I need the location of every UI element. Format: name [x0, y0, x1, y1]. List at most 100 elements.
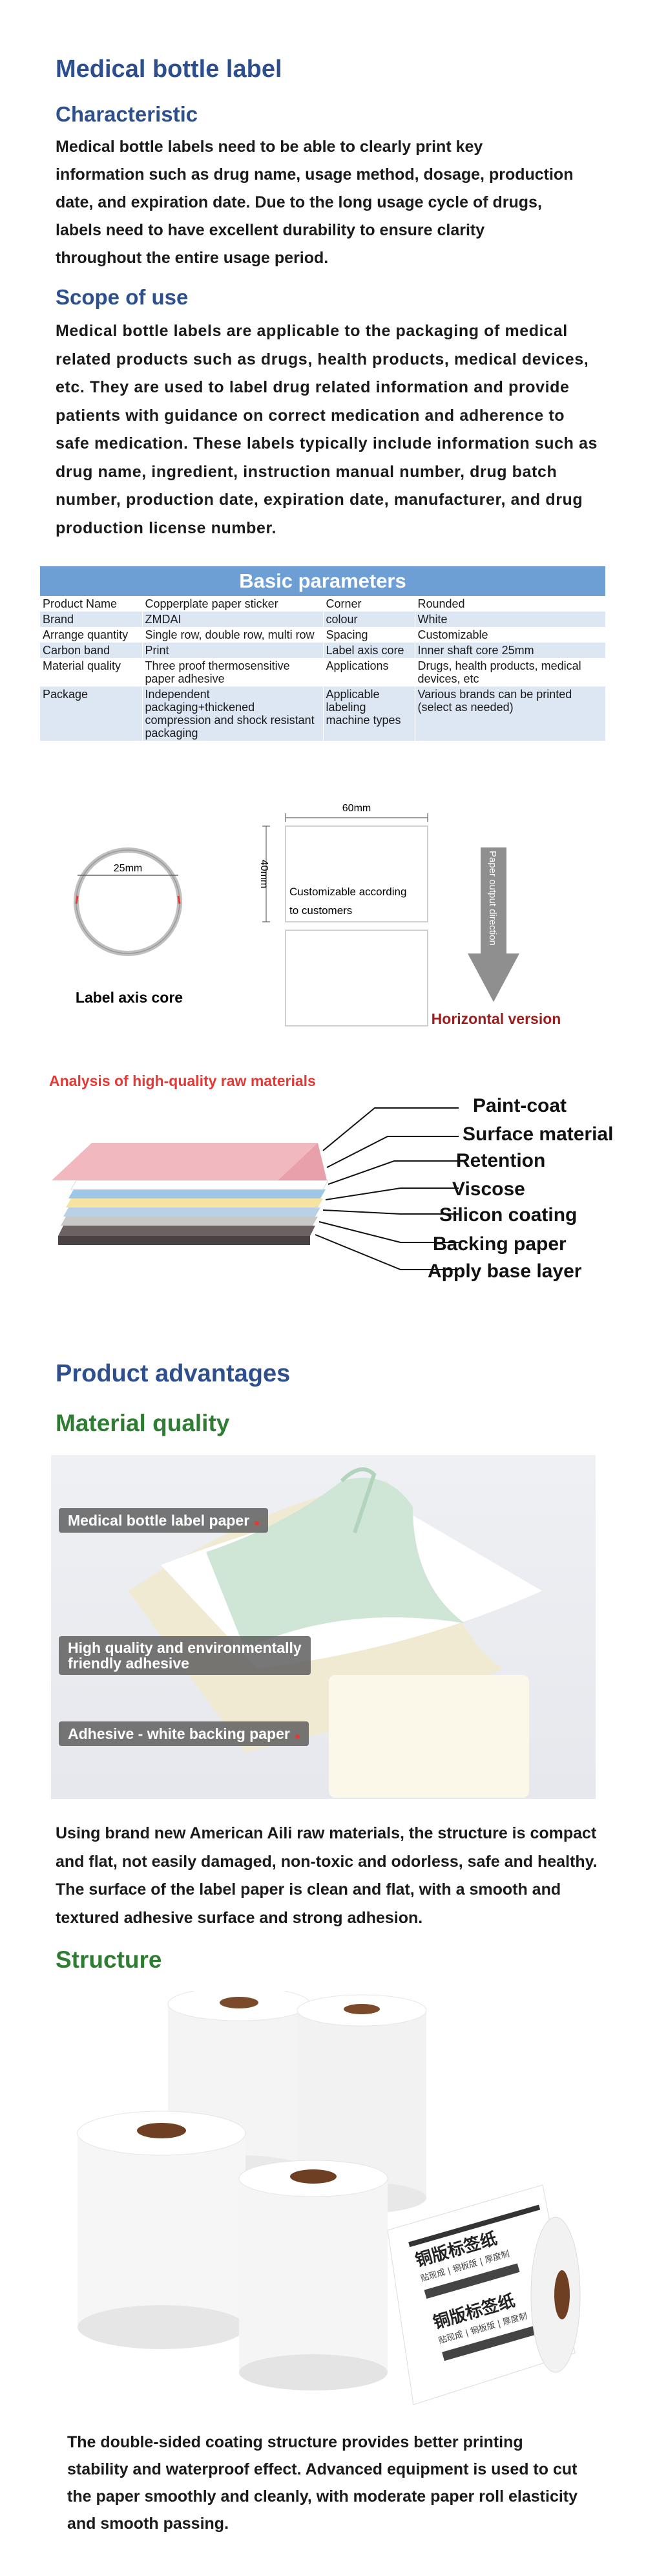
- text-line: Medical bottle labels need to be able to…: [56, 138, 483, 156]
- layer-label-base: Apply base layer: [428, 1261, 582, 1282]
- text-line: throughout the entire usage period.: [56, 249, 329, 267]
- axis-core-marker-left: [75, 895, 79, 904]
- text-line: patients with guidance on correct medica…: [56, 406, 565, 425]
- text-line: Using brand new American Aili raw materi…: [56, 1824, 597, 1842]
- callout-backing-paper: Adhesive - white backing paper: [59, 1721, 309, 1746]
- barcode-icon: [442, 2325, 538, 2361]
- characteristic-heading: Characteristic: [56, 102, 198, 126]
- label-strip: 铜版标签纸 贴现成 | 铜板版 | 厚度制 铜版标签纸 贴现成 | 铜板版 | …: [387, 2184, 576, 2405]
- width-dim-text: 60mm: [342, 803, 371, 814]
- layer-base: [58, 1226, 315, 1236]
- text-line: stability and waterproof effect. Advance…: [67, 2460, 578, 2478]
- text-line: safe medication. These labels typically …: [56, 434, 598, 452]
- table-row: Material quality Three proof thermosensi…: [40, 658, 606, 687]
- callout-label-paper: Medical bottle label paper: [59, 1508, 269, 1533]
- leader-line: [322, 1209, 459, 1215]
- barcode-icon: [424, 2263, 520, 2299]
- bottom-backing-sheet: [329, 1675, 529, 1798]
- text-line: and smooth passing.: [67, 2515, 229, 2533]
- layer-label-paint-coat: Paint-coat: [473, 1095, 567, 1116]
- barcode-icon: [408, 2204, 541, 2248]
- param-key: Brand: [40, 612, 143, 627]
- param-value: Print: [142, 643, 324, 658]
- layer-label-backing: Backing paper: [433, 1233, 567, 1255]
- param-key: Label axis core: [323, 643, 415, 658]
- text-line: related products such as drugs, health p…: [56, 350, 589, 368]
- param-key: Product Name: [40, 596, 143, 612]
- leader-line: [326, 1136, 459, 1168]
- material-image: Medical bottle label paper High quality …: [51, 1455, 596, 1799]
- leader-line: [315, 1234, 459, 1270]
- text-line: production license number.: [56, 518, 277, 537]
- scope-text: Medical bottle labels are applicable to …: [56, 317, 624, 542]
- label-roll: [77, 2111, 246, 2349]
- label-dimension-diagram: 25mm Label axis core 60mm 40mm Customiza…: [74, 803, 561, 1027]
- material-layers-illustration: [129, 1467, 542, 1798]
- advantages-heading: Product advantages: [56, 1360, 291, 1387]
- param-key: Corner: [323, 596, 415, 612]
- axis-core-marker-right: [177, 895, 181, 904]
- label-paper-sheet: [206, 1478, 464, 1649]
- page-title: Medical bottle label: [56, 56, 282, 83]
- output-arrow-text: Paper output direction: [487, 851, 498, 946]
- param-key: Package: [40, 687, 143, 741]
- layer-paint-coat: [52, 1143, 318, 1180]
- param-key: Applicable labeling machine types: [323, 687, 415, 741]
- leader-line: [328, 1160, 459, 1185]
- layer-silicon: [63, 1208, 320, 1217]
- param-value: Inner shaft core 25mm: [415, 643, 606, 658]
- layer-diagram: Analysis of high-quality raw materials: [49, 1072, 459, 1270]
- param-key: colour: [323, 612, 415, 627]
- layer-label-surface: Surface material: [463, 1123, 614, 1145]
- param-key: Arrange quantity: [40, 627, 143, 643]
- structure-heading: Structure: [56, 1946, 162, 1973]
- text-line: labels need to have excellent durability…: [56, 221, 485, 239]
- layer-viscose: [66, 1198, 323, 1208]
- param-value: Three proof thermosensitive paper adhesi…: [142, 658, 324, 687]
- table-row: Carbon band Print Label axis core Inner …: [40, 643, 606, 658]
- text-line: etc. They are used to label drug related…: [56, 378, 570, 396]
- output-arrow-shaft: [481, 847, 506, 953]
- leader-lines: [315, 1107, 459, 1270]
- text-line: The double-sided coating structure provi…: [67, 2433, 523, 2451]
- text-line: date, and expiration date. Due to the lo…: [56, 193, 542, 211]
- scope-heading: Scope of use: [56, 285, 189, 309]
- label-roll: [238, 2160, 388, 2390]
- param-value: Single row, double row, multi row: [142, 627, 324, 643]
- label-roll: [530, 2217, 581, 2373]
- structure-text: The double-sided coating structure provi…: [67, 2429, 623, 2537]
- text-line: the paper smoothly and cleanly, with mod…: [67, 2487, 578, 2506]
- text-line: drug name, ingredient, instruction manua…: [56, 462, 557, 481]
- orientation-label: Horizontal version: [432, 1010, 561, 1027]
- material-text: Using brand new American Aili raw materi…: [56, 1820, 624, 1932]
- parameters-table: Basic parameters Product Name Copperplat…: [40, 566, 606, 741]
- param-value: White: [415, 612, 606, 627]
- characteristic-text: Medical bottle labels need to be able to…: [56, 133, 611, 272]
- text-line: number, production date, expiration date…: [56, 491, 583, 509]
- label-sample-top: [285, 825, 428, 922]
- layer-label-retention: Retention: [456, 1150, 546, 1171]
- leader-line: [322, 1107, 459, 1151]
- custom-text-line: to customers: [289, 904, 352, 917]
- param-value: Copperplate paper sticker: [142, 596, 324, 612]
- param-key: Material quality: [40, 658, 143, 687]
- param-key: Spacing: [323, 627, 415, 643]
- custom-text-line: Customizable according: [289, 886, 406, 898]
- text-line: information such as drug name, usage met…: [56, 165, 574, 184]
- layer-surface: [70, 1180, 329, 1190]
- layer-backing: [61, 1217, 318, 1226]
- text-line: Medical bottle labels are applicable to …: [56, 322, 568, 340]
- label-sample-bottom: [285, 930, 428, 1027]
- callout-text: Adhesive - white backing paper: [68, 1725, 290, 1742]
- layer-base-side: [58, 1236, 310, 1245]
- layer-stack: [52, 1143, 329, 1245]
- param-key: Applications: [323, 658, 415, 687]
- table-row: Brand ZMDAI colour White: [40, 612, 606, 627]
- core-label: Label axis core: [76, 989, 183, 1006]
- output-arrow-head: [468, 953, 519, 1002]
- param-value: Rounded: [415, 596, 606, 612]
- height-dim-text: 40mm: [258, 860, 269, 888]
- param-value: Customizable: [415, 627, 606, 643]
- param-value: Drugs, health products, medical devices,…: [415, 658, 606, 687]
- leader-line: [318, 1221, 459, 1243]
